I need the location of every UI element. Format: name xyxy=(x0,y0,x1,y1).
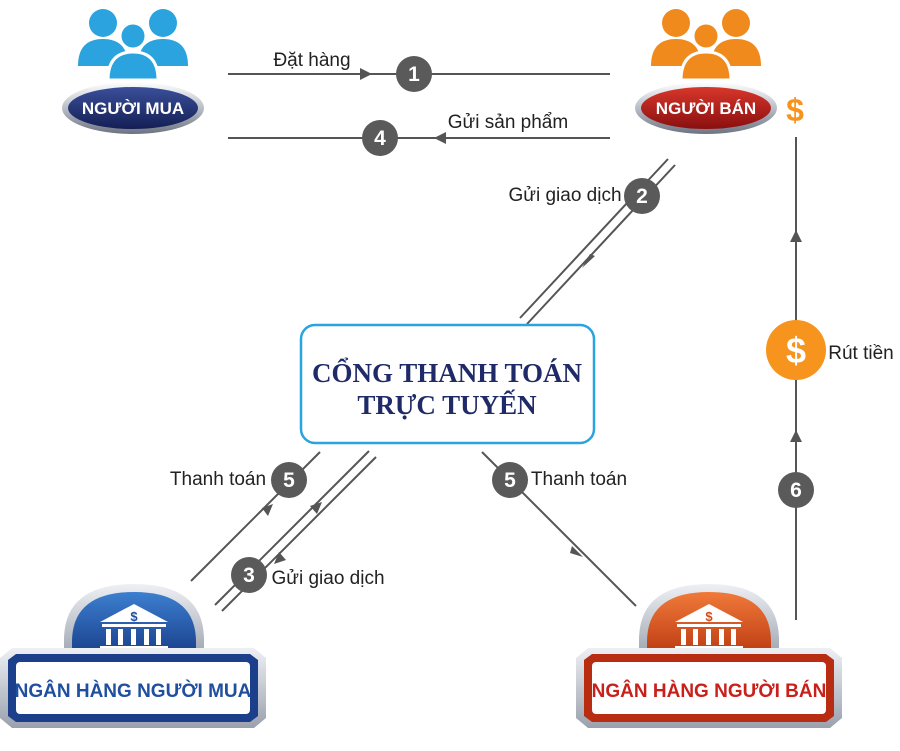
step-1-badge: 1 xyxy=(396,56,432,92)
step-6-badge: 6 xyxy=(778,472,814,508)
withdraw-coin-icon: $ xyxy=(766,320,826,380)
step-2-badge: 2 xyxy=(624,178,660,214)
buyer-bank: $ NGÂN HÀNG NGƯỜI MUA xyxy=(0,584,266,728)
seller-dollar-icon: $ xyxy=(786,92,804,128)
svg-text:6: 6 xyxy=(790,479,802,502)
svg-text:$: $ xyxy=(130,609,138,624)
svg-text:4: 4 xyxy=(374,127,386,150)
step-5-buyer-badge: 5 xyxy=(271,462,307,498)
gateway-buyer-bank-arrowhead-down xyxy=(274,552,286,564)
payment-gateway-box: CỔNG THANH TOÁN TRỰC TUYẾN xyxy=(299,323,596,445)
seller-label: NGƯỜI BÁN xyxy=(656,99,756,118)
step-5-seller-badge: 5 xyxy=(492,462,528,498)
seller-pill: NGƯỜI BÁN xyxy=(635,82,777,134)
step-3-badge: 3 xyxy=(231,557,267,593)
pay-seller-bank-label: Thanh toán xyxy=(531,469,627,490)
pay-buyer-bank-arrowhead xyxy=(262,504,273,516)
withdraw-label: Rút tiền xyxy=(828,343,893,364)
svg-text:$: $ xyxy=(705,609,713,624)
ship-arrowhead xyxy=(434,132,446,144)
buyer-people-icon xyxy=(78,9,188,82)
withdraw-arrowhead-top xyxy=(790,230,802,242)
pay-buyer-bank-label: Thanh toán xyxy=(170,469,266,490)
buyer-pill: NGƯỜI MUA xyxy=(62,82,204,134)
step-4-badge: 4 xyxy=(362,120,398,156)
order-label: Đặt hàng xyxy=(273,50,350,71)
gateway-title-line1: CỔNG THANH TOÁN xyxy=(312,357,583,388)
gateway-buyer-bank-arrowhead-up xyxy=(310,502,322,514)
svg-text:5: 5 xyxy=(504,469,516,492)
buyer-bank-label: NGÂN HÀNG NGƯỜI MUA xyxy=(15,680,252,702)
gateway-seller-arrowhead xyxy=(582,254,595,268)
seller-people-icon xyxy=(651,9,761,82)
gateway-title-line2: TRỰC TUYẾN xyxy=(357,389,537,420)
seller-bank: $ NGÂN HÀNG NGƯỜI BÁN xyxy=(576,584,842,728)
pay-seller-bank-arrowhead xyxy=(570,546,583,557)
svg-text:$: $ xyxy=(786,330,806,371)
withdraw-arrowhead-bottom xyxy=(790,430,802,442)
seller-bank-label: NGÂN HÀNG NGƯỜI BÁN xyxy=(592,680,827,702)
order-arrowhead xyxy=(360,68,372,80)
send-transaction-seller-label: Gửi giao dịch xyxy=(508,185,621,206)
svg-text:1: 1 xyxy=(408,63,420,86)
svg-text:3: 3 xyxy=(243,564,255,587)
ship-label: Gửi sản phẩm xyxy=(448,112,568,133)
buyer-label: NGƯỜI MUA xyxy=(82,99,184,118)
send-transaction-bank-label: Gửi giao dịch xyxy=(271,568,384,589)
svg-text:2: 2 xyxy=(636,185,648,208)
svg-text:5: 5 xyxy=(283,469,295,492)
